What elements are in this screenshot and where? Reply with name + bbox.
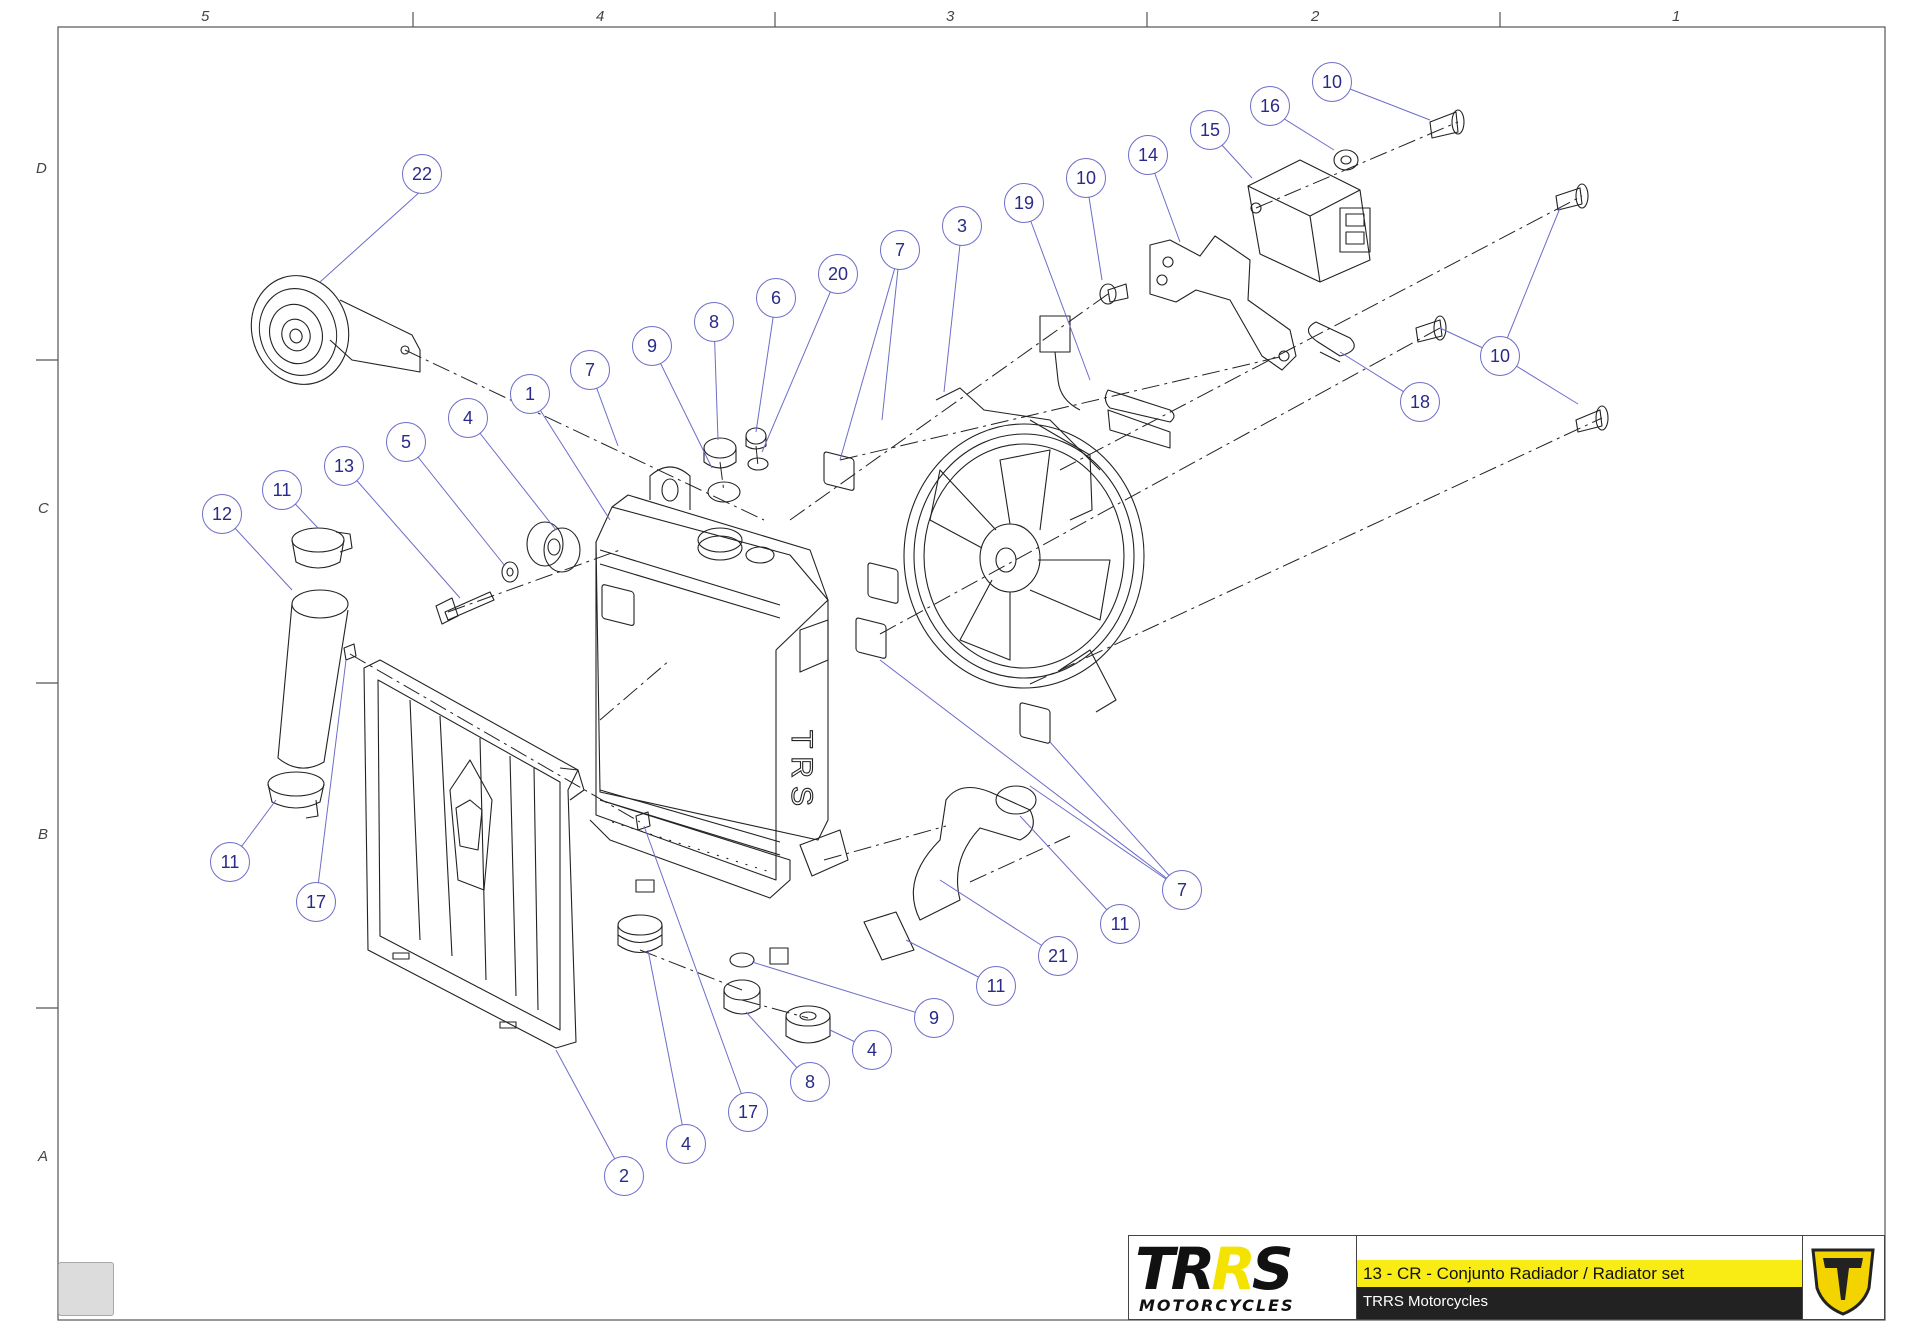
fan-part (903, 387, 1145, 713)
callout-14[interactable]: 14 (1128, 135, 1168, 175)
home-button[interactable] (58, 1262, 114, 1316)
grommet-parts (526, 521, 831, 1044)
fan-connector-part (1039, 315, 1175, 449)
sheet-border (36, 12, 1886, 1321)
row-index-c: C (38, 500, 49, 517)
title-block: TRRS MOTORCYCLES 13 - CR - Conjunto Radi… (1128, 1235, 1885, 1320)
hose-parts (267, 527, 1037, 961)
column-index-4: 4 (596, 8, 605, 25)
brand-logo: TRRS MOTORCYCLES (1129, 1236, 1357, 1319)
callout-9[interactable]: 9 (632, 326, 672, 366)
screw-parts (1099, 109, 1609, 433)
callout-3[interactable]: 3 (942, 206, 982, 246)
callout-6[interactable]: 6 (756, 278, 796, 318)
brand-main-letters: TRRS (1135, 1235, 1294, 1303)
leader-lines (221, 81, 1579, 1177)
callout-21[interactable]: 21 (1038, 936, 1078, 976)
drain-screw-parts (343, 643, 651, 831)
emblem (1802, 1236, 1884, 1319)
assembly-line-art (250, 109, 1609, 1049)
brand-main-text: TRRS (1135, 1240, 1294, 1298)
row-index-d: D (36, 160, 47, 177)
callout-11[interactable]: 11 (210, 842, 250, 882)
callout-13[interactable]: 13 (324, 446, 364, 486)
column-index-2: 2 (1311, 8, 1320, 25)
callout-20[interactable]: 20 (818, 254, 858, 294)
relay-part (1247, 159, 1371, 283)
callout-8[interactable]: 8 (790, 1062, 830, 1102)
callout-19[interactable]: 19 (1004, 183, 1044, 223)
callout-8[interactable]: 8 (694, 302, 734, 342)
callout-5[interactable]: 5 (386, 422, 426, 462)
assembly-lines (349, 121, 1603, 1019)
callout-15[interactable]: 15 (1190, 110, 1230, 150)
grille-cover-part (363, 659, 585, 1049)
washer-bolt-parts (435, 561, 519, 625)
radiator-side-text: TRS (785, 730, 818, 814)
callout-17[interactable]: 17 (296, 882, 336, 922)
speed-nut-parts (601, 451, 1051, 744)
row-index-a: A (38, 1148, 49, 1165)
cap-seal-parts (703, 427, 769, 1015)
row-index-b: B (38, 826, 49, 843)
column-index-3: 3 (946, 8, 955, 25)
callout-10[interactable]: 10 (1312, 62, 1352, 102)
callout-7[interactable]: 7 (880, 230, 920, 270)
horn-part (250, 275, 421, 385)
company-name: TRRS Motorcycles (1357, 1287, 1802, 1319)
callout-11[interactable]: 11 (976, 966, 1016, 1006)
callout-9[interactable]: 9 (914, 998, 954, 1038)
brand-sub-text: MOTORCYCLES (1139, 1296, 1295, 1315)
callout-7[interactable]: 7 (1162, 870, 1202, 910)
radiator-part (589, 466, 849, 965)
callout-17[interactable]: 17 (728, 1092, 768, 1132)
callout-12[interactable]: 12 (202, 494, 242, 534)
callout-10[interactable]: 10 (1066, 158, 1106, 198)
callout-4[interactable]: 4 (448, 398, 488, 438)
callout-4[interactable]: 4 (852, 1030, 892, 1070)
callout-1[interactable]: 1 (510, 374, 550, 414)
callout-10[interactable]: 10 (1480, 336, 1520, 376)
bracket-part (1149, 235, 1297, 371)
nut-part (1333, 149, 1359, 171)
callout-11[interactable]: 11 (262, 470, 302, 510)
callout-7[interactable]: 7 (570, 350, 610, 390)
column-index-1: 1 (1672, 8, 1681, 25)
callout-2[interactable]: 2 (604, 1156, 644, 1196)
trrs-shield-emblem-icon (1811, 1248, 1875, 1316)
drawing-title: 13 - CR - Conjunto Radiador / Radiator s… (1357, 1260, 1802, 1287)
clip-part (1307, 321, 1355, 363)
callout-16[interactable]: 16 (1250, 86, 1290, 126)
callout-22[interactable]: 22 (402, 154, 442, 194)
callout-11[interactable]: 11 (1100, 904, 1140, 944)
callout-4[interactable]: 4 (666, 1124, 706, 1164)
callout-18[interactable]: 18 (1400, 382, 1440, 422)
column-index-5: 5 (201, 8, 210, 25)
